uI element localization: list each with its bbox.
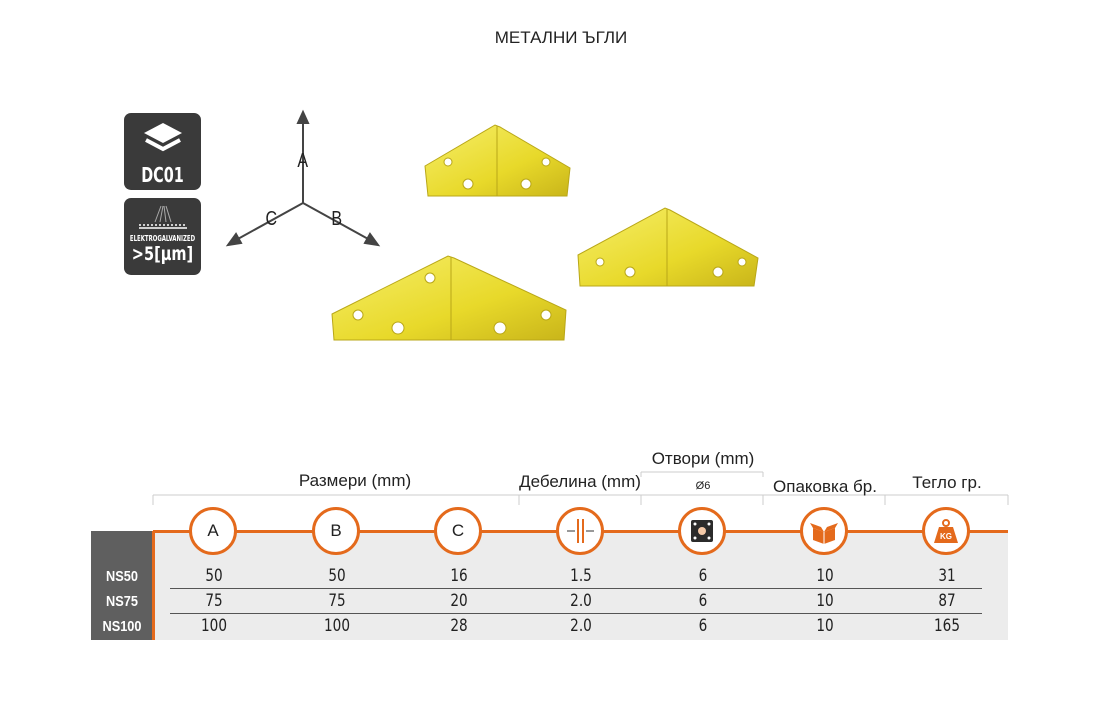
- cell-b: 50: [328, 566, 346, 586]
- svg-text:KG: KG: [940, 532, 952, 541]
- axis-b-label: B: [331, 208, 343, 230]
- cell-weight: 165: [934, 616, 960, 636]
- thickness-icon: [556, 507, 604, 555]
- row-divider: [170, 588, 982, 589]
- header-holes-diameter: Ø6: [695, 480, 711, 492]
- bracket-images: [331, 124, 759, 341]
- coating-value: >5[µm]: [131, 243, 194, 265]
- bracket-large: [331, 255, 567, 341]
- hole-plate-icon: [678, 507, 726, 555]
- cell-a: 100: [201, 616, 227, 636]
- icon-a-label: A: [207, 521, 219, 540]
- cell-pack: 10: [816, 616, 834, 636]
- cell-a: 50: [205, 566, 223, 586]
- cell-thickness: 1.5: [570, 566, 592, 586]
- bracket-medium: [577, 207, 759, 287]
- box-icon: [800, 507, 848, 555]
- header-dimensions: Размери (mm): [298, 471, 412, 490]
- header-thickness: Дебелина (mm): [519, 472, 641, 491]
- icon-c-label: C: [451, 521, 465, 540]
- row-label-column: [91, 531, 153, 640]
- dimension-a-icon: A: [189, 507, 237, 555]
- cell-c: 16: [450, 566, 468, 586]
- cell-weight: 87: [938, 591, 956, 611]
- cell-a: 75: [205, 591, 223, 611]
- material-label: DC01: [141, 163, 184, 187]
- cell-holes: 6: [698, 616, 708, 636]
- icon-b-label: B: [330, 521, 342, 540]
- cell-pack: 10: [816, 566, 834, 586]
- cell-b: 75: [328, 591, 346, 611]
- header-brackets: [152, 471, 1009, 505]
- row-divider: [170, 613, 982, 614]
- row-model: NS75: [106, 593, 138, 610]
- header-weight: Тегло гр.: [912, 473, 982, 492]
- cell-c: 28: [450, 616, 468, 636]
- weight-kg-icon: KG: [922, 507, 970, 555]
- cell-holes: 6: [698, 566, 708, 586]
- cell-thickness: 2.0: [570, 616, 592, 636]
- cell-weight: 31: [938, 566, 956, 586]
- dimension-c-icon: C: [434, 507, 482, 555]
- axes-diagram: [225, 109, 381, 247]
- cell-holes: 6: [698, 591, 708, 611]
- cell-thickness: 2.0: [570, 591, 592, 611]
- row-model: NS50: [106, 568, 138, 585]
- cell-c: 20: [450, 591, 468, 611]
- axis-c-label: C: [265, 208, 278, 230]
- dimension-b-icon: B: [312, 507, 360, 555]
- header-packaging: Опаковка бр.: [773, 477, 877, 496]
- cell-pack: 10: [816, 591, 834, 611]
- vertical-accent-line: [152, 531, 155, 640]
- bracket-small: [424, 124, 571, 197]
- spray-icon: [138, 205, 187, 229]
- cell-b: 100: [324, 616, 350, 636]
- layers-icon: [143, 123, 182, 152]
- axis-a-label: A: [297, 150, 309, 172]
- coating-badge: ELEKTROGALVANIZED >5[µm]: [124, 198, 201, 275]
- material-badge: DC01: [124, 113, 201, 190]
- coating-label: ELEKTROGALVANIZED: [129, 234, 196, 243]
- page-title: МЕТАЛНИ ЪГЛИ: [494, 28, 628, 47]
- header-holes: Отвори (mm): [651, 449, 755, 468]
- row-model: NS100: [102, 618, 142, 635]
